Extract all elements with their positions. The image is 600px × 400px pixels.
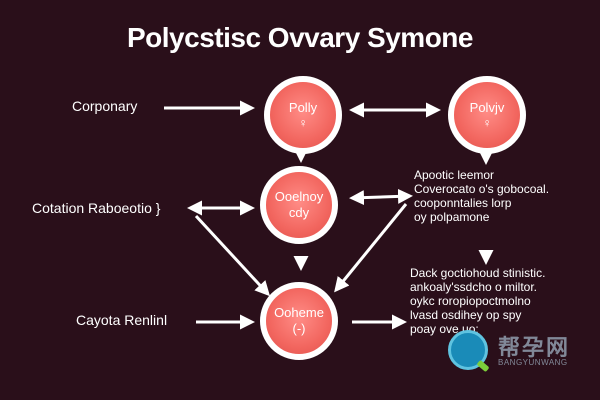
node-ooelnoy-label: Ooelnoy	[274, 189, 324, 205]
text-block-2-line: lvasd osdihey op spy	[410, 308, 522, 322]
text-block-1-line: Coverocato o's gobocoal.	[414, 182, 550, 196]
text-block-1: Apootic leemor Coverocato o's gobocoal. …	[414, 168, 549, 224]
label-cayota: Cayota Renlinl	[76, 312, 168, 328]
venus-icon: ♀	[482, 115, 492, 130]
text-block-1-line: cooponntalies lorp	[414, 196, 512, 210]
text-block-2-line: Dack goctiohoud stinistic.	[410, 266, 546, 280]
watermark: 帮孕网 BANGYUNWANG	[448, 326, 598, 376]
node-ooheme: Ooheme (-)	[260, 282, 338, 360]
arrow-ooelnoy-text1	[349, 188, 413, 206]
watermark-cn-text: 帮孕网	[498, 335, 571, 360]
diagram-title: Polycstisc Ovvary Symone	[127, 22, 473, 53]
node-ooheme-label: Ooheme	[274, 305, 324, 321]
arrow-text1-diag-to-ooheme	[334, 203, 408, 293]
text-block-1-line: oy polpamone	[414, 210, 490, 224]
node-polly: Polly ♀	[264, 76, 342, 154]
text-block-2-line: oykc roropiopoctmolno	[410, 294, 531, 308]
watermark-logo-icon	[448, 330, 488, 370]
label-cotation: Cotation Raboeotio }	[32, 200, 161, 216]
label-corponary: Corponary	[72, 98, 138, 114]
arrow-cotation-diag-to-ooheme	[194, 214, 271, 297]
node-polvjv: Polvjv ♀	[448, 76, 526, 154]
text-block-2-line: ankoaly'ssdcho o miltor.	[410, 280, 538, 294]
node-polvjv-label: Polvjv	[469, 100, 505, 115]
node-ooheme-sublabel: (-)	[292, 321, 306, 336]
watermark-en-text: BANGYUNWANG	[498, 358, 568, 367]
node-ooelnoy-sublabel: cdy	[288, 205, 310, 220]
node-polly-label: Polly	[288, 100, 318, 115]
node-ooelnoy: Ooelnoy cdy	[260, 166, 338, 244]
text-block-1-line: Apootic leemor	[414, 168, 495, 182]
venus-icon: ♀	[298, 115, 308, 130]
